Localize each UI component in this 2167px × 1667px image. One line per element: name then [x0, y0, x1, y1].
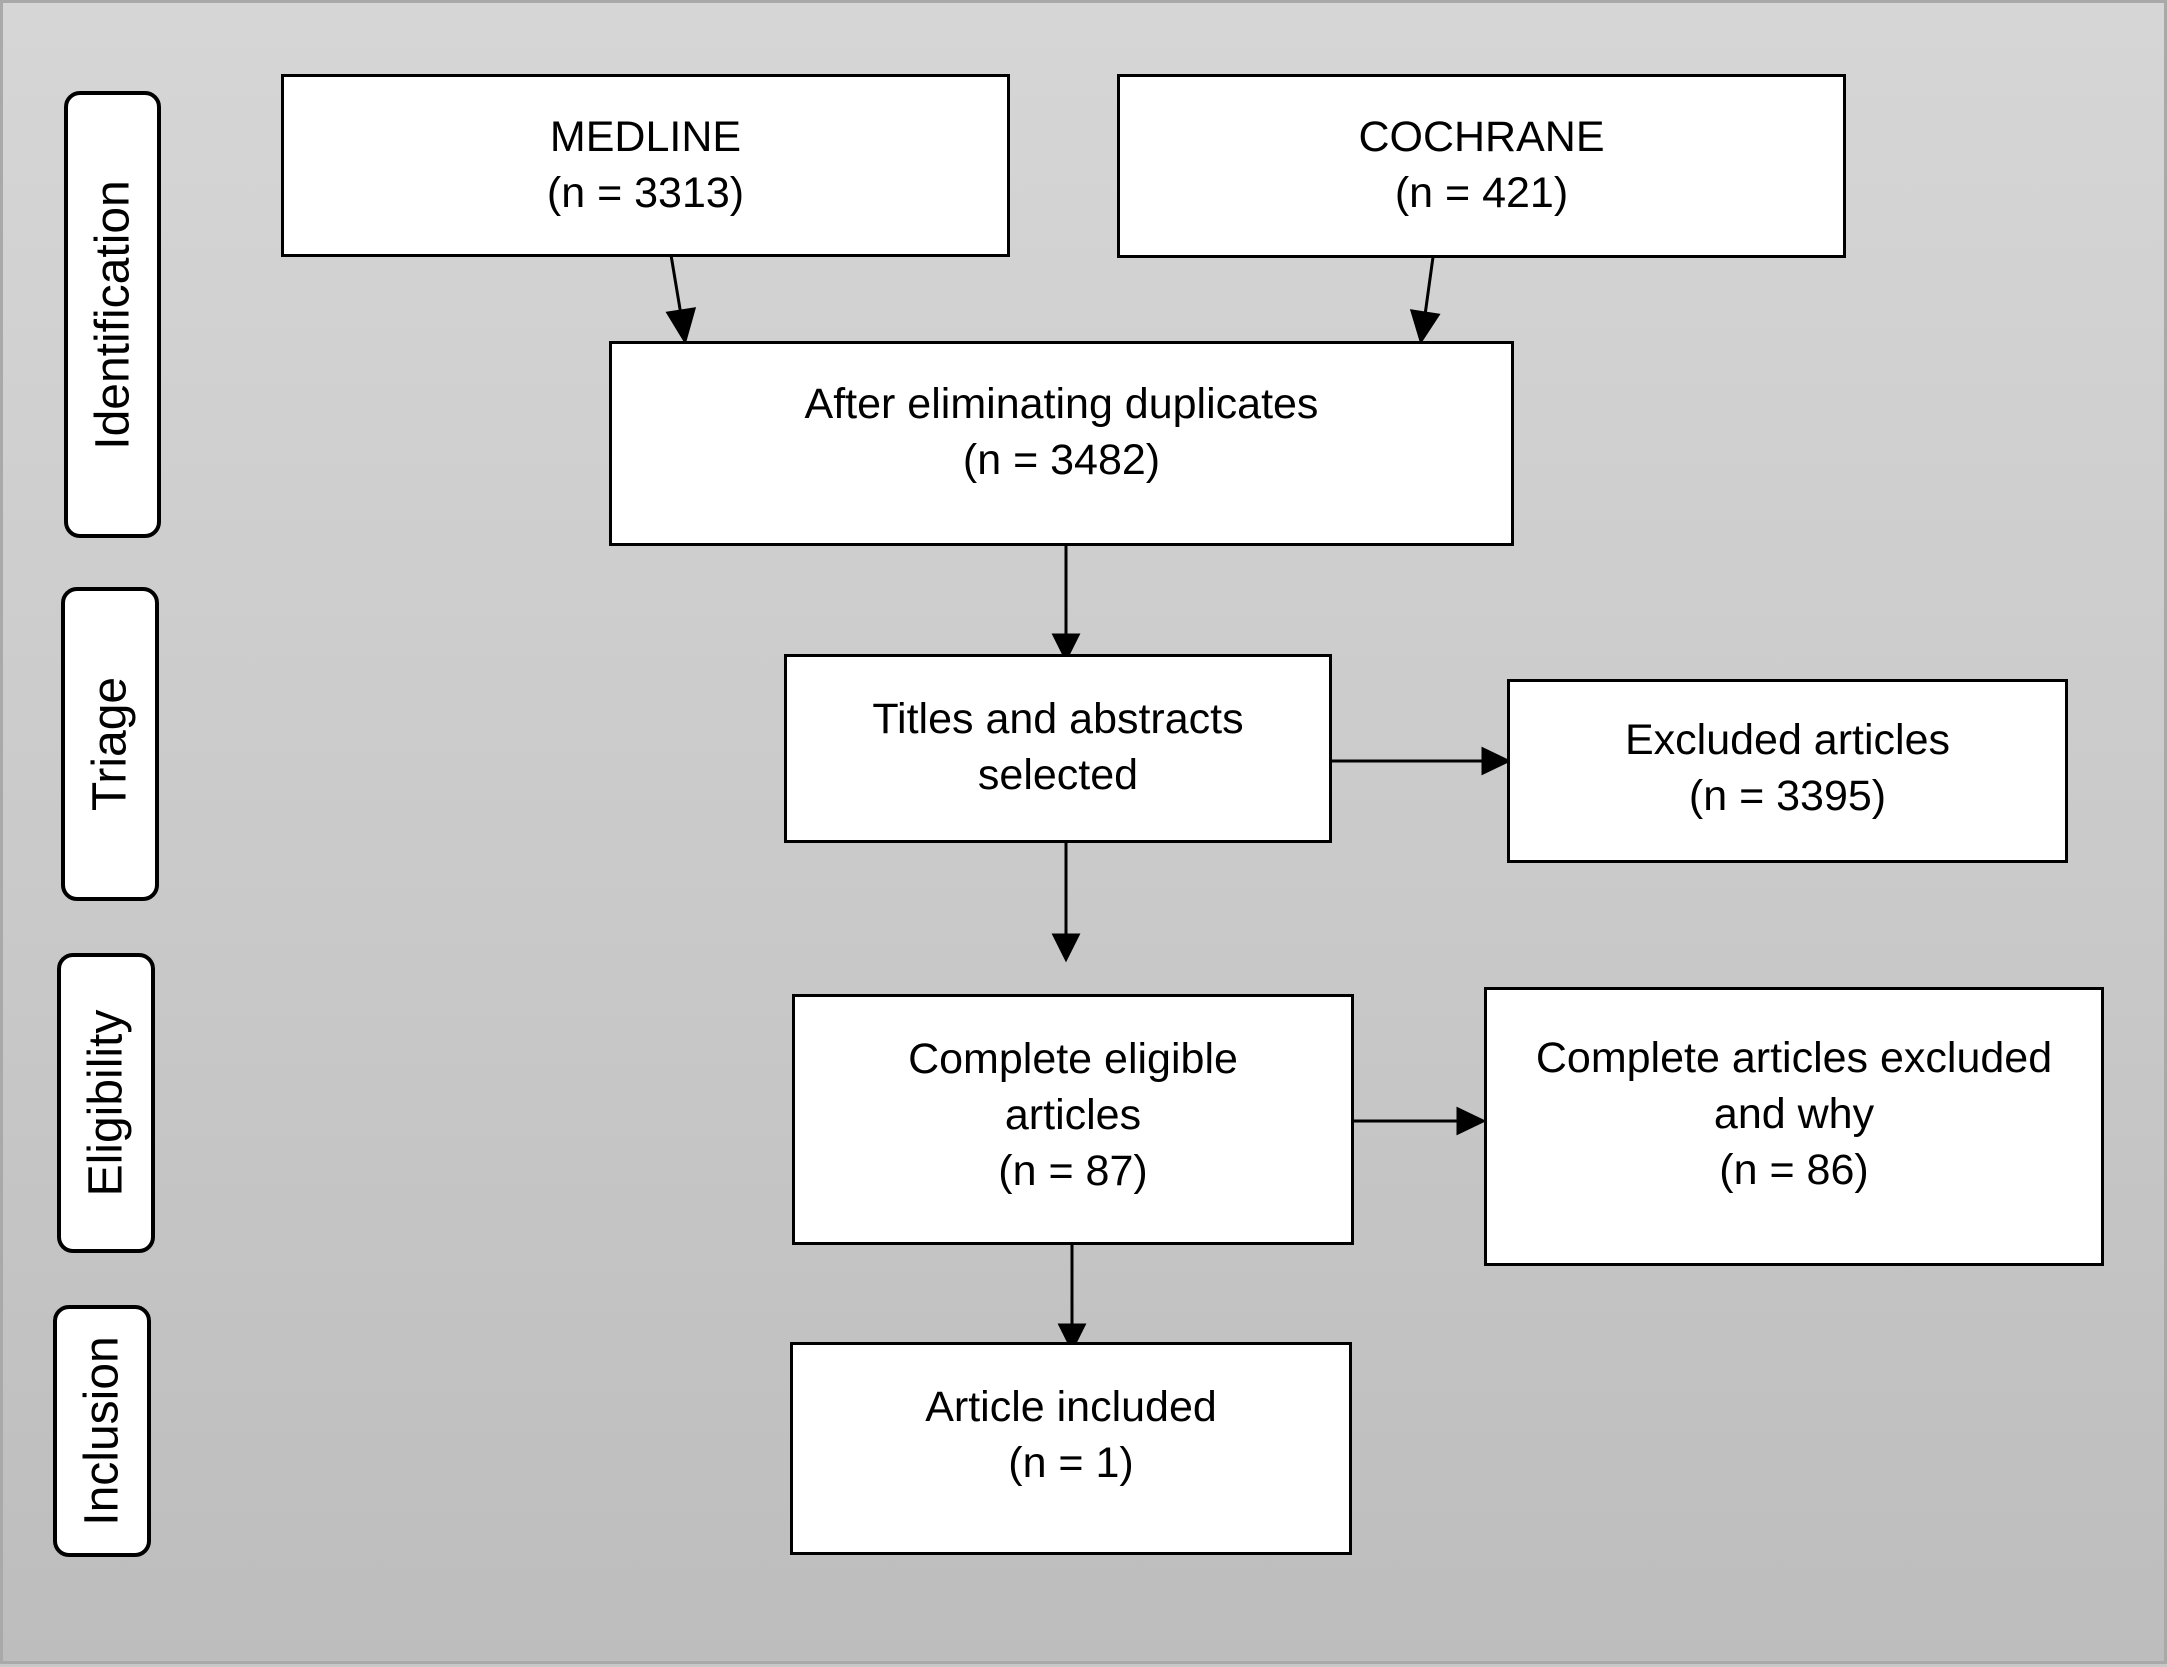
- medline-count: (n = 3313): [546, 169, 745, 217]
- cochrane-box: COCHRANE (n = 421): [1117, 74, 1846, 258]
- phase-identification: Identification: [64, 91, 161, 538]
- excluded-complete-count: (n = 86): [1719, 1146, 1869, 1194]
- included-box: Article included (n = 1): [790, 1342, 1352, 1555]
- arrow-titles-to-excluded-head: [1481, 746, 1512, 776]
- phase-eligibility: Eligibility: [57, 953, 155, 1253]
- phase-inclusion: Inclusion: [53, 1305, 151, 1557]
- eligible-box: Complete eligible articles (n = 87): [792, 994, 1354, 1245]
- duplicates-count: (n = 3482): [962, 436, 1161, 484]
- included-label: Article included: [925, 1383, 1217, 1431]
- arrow-medline-to-duplicates: [669, 254, 683, 316]
- eligible-count: (n = 87): [998, 1147, 1148, 1195]
- phase-triage: Triage: [61, 587, 159, 901]
- arrow-cochrane-to-duplicates: [1423, 256, 1435, 316]
- included-count: (n = 1): [1008, 1439, 1134, 1487]
- titles-box: Titles and abstracts selected: [784, 654, 1332, 843]
- excluded-count: (n = 3395): [1688, 772, 1887, 820]
- excluded-complete-label: Complete articles excluded: [1535, 1034, 2053, 1082]
- excluded-complete-label-2: and why: [1713, 1090, 1875, 1138]
- arrow-medline-to-duplicates-head: [665, 307, 697, 345]
- titles-label: Titles and abstracts: [872, 695, 1244, 743]
- titles-label-2: selected: [977, 751, 1139, 799]
- duplicates-label: After eliminating duplicates: [804, 380, 1319, 428]
- arrow-eligible-to-included-head: [1057, 1323, 1087, 1353]
- cochrane-count: (n = 421): [1394, 169, 1569, 217]
- excluded-label: Excluded articles: [1624, 716, 1951, 764]
- cochrane-label: COCHRANE: [1358, 113, 1605, 161]
- eligible-label: Complete eligible: [908, 1035, 1238, 1083]
- arrow-eligible-to-excluded-complete-head: [1456, 1106, 1487, 1136]
- arrow-cochrane-to-duplicates-head: [1409, 309, 1441, 345]
- medline-label: MEDLINE: [549, 113, 742, 161]
- medline-box: MEDLINE (n = 3313): [281, 74, 1010, 257]
- excluded-box: Excluded articles (n = 3395): [1507, 679, 2068, 863]
- connector-arrows: [665, 254, 1512, 1353]
- arrow-duplicates-to-titles-head: [1051, 633, 1081, 663]
- excluded-complete-box: Complete articles excluded and why (n = …: [1484, 987, 2104, 1266]
- duplicates-box: After eliminating duplicates (n = 3482): [609, 341, 1514, 546]
- eligible-label-2: articles: [1004, 1091, 1142, 1139]
- arrow-titles-to-eligible-head: [1051, 933, 1081, 963]
